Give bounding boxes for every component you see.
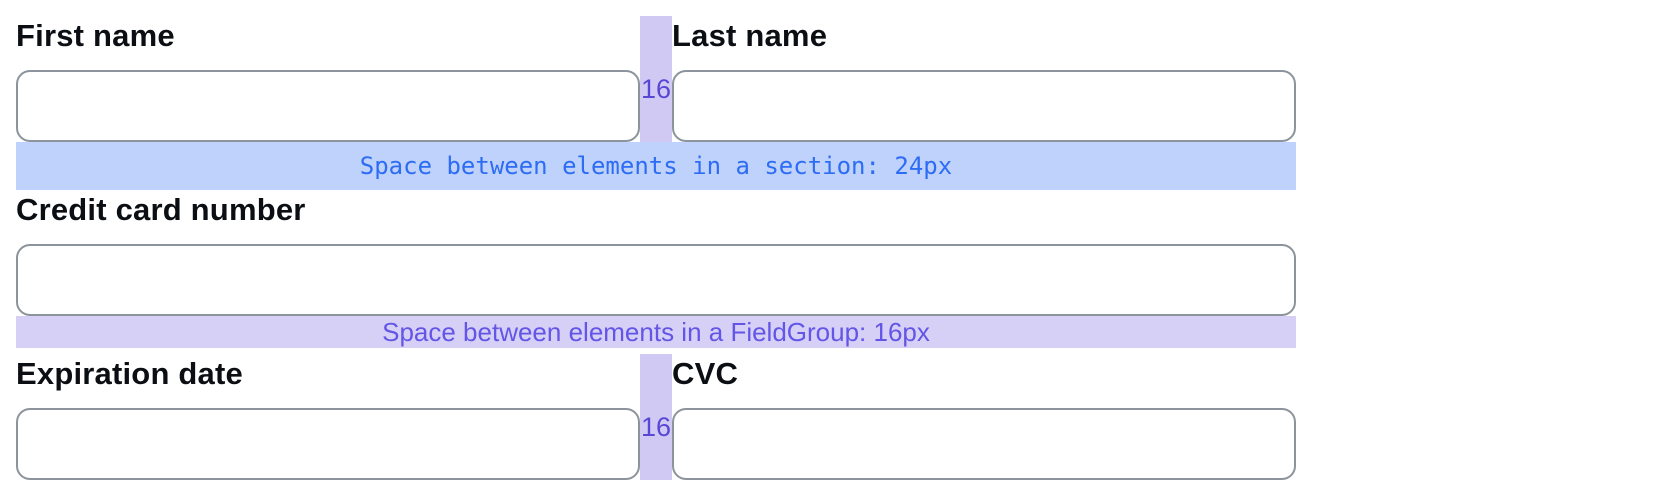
section-gap-banner: Space between elements in a section: 24p… — [16, 142, 1296, 190]
card-number-input[interactable] — [16, 244, 1296, 316]
payment-form: First name 16 Last name Space between el… — [16, 16, 1296, 480]
first-name-input[interactable] — [16, 70, 640, 142]
card-details-field-group: Expiration date 16 CVC — [16, 354, 1296, 480]
cvc-input[interactable] — [672, 408, 1296, 480]
expiration-input[interactable] — [16, 408, 640, 480]
expiration-field: Expiration date — [16, 354, 640, 480]
cvc-label: CVC — [672, 356, 739, 391]
section-gap-banner-text: Space between elements in a section: 24p… — [359, 152, 953, 180]
gap-size-label: 16 — [640, 74, 672, 104]
fieldgroup-gap-banner-text: Space between elements in a FieldGroup: … — [382, 316, 930, 347]
card-number-field: Credit card number — [16, 190, 1296, 316]
first-name-label: First name — [16, 18, 175, 53]
first-name-field: First name — [16, 16, 640, 142]
last-name-label: Last name — [672, 18, 828, 53]
cvc-field: CVC — [672, 354, 1296, 480]
gap-size-label: 16 — [640, 412, 672, 442]
expiration-label: Expiration date — [16, 356, 243, 391]
fieldgroup-gap-banner: Space between elements in a FieldGroup: … — [16, 316, 1296, 348]
last-name-field: Last name — [672, 16, 1296, 142]
horizontal-gap-strip: 16 — [640, 354, 672, 480]
horizontal-gap-strip: 16 — [640, 16, 672, 142]
name-field-group: First name 16 Last name — [16, 16, 1296, 142]
card-number-label: Credit card number — [16, 192, 306, 227]
last-name-input[interactable] — [672, 70, 1296, 142]
